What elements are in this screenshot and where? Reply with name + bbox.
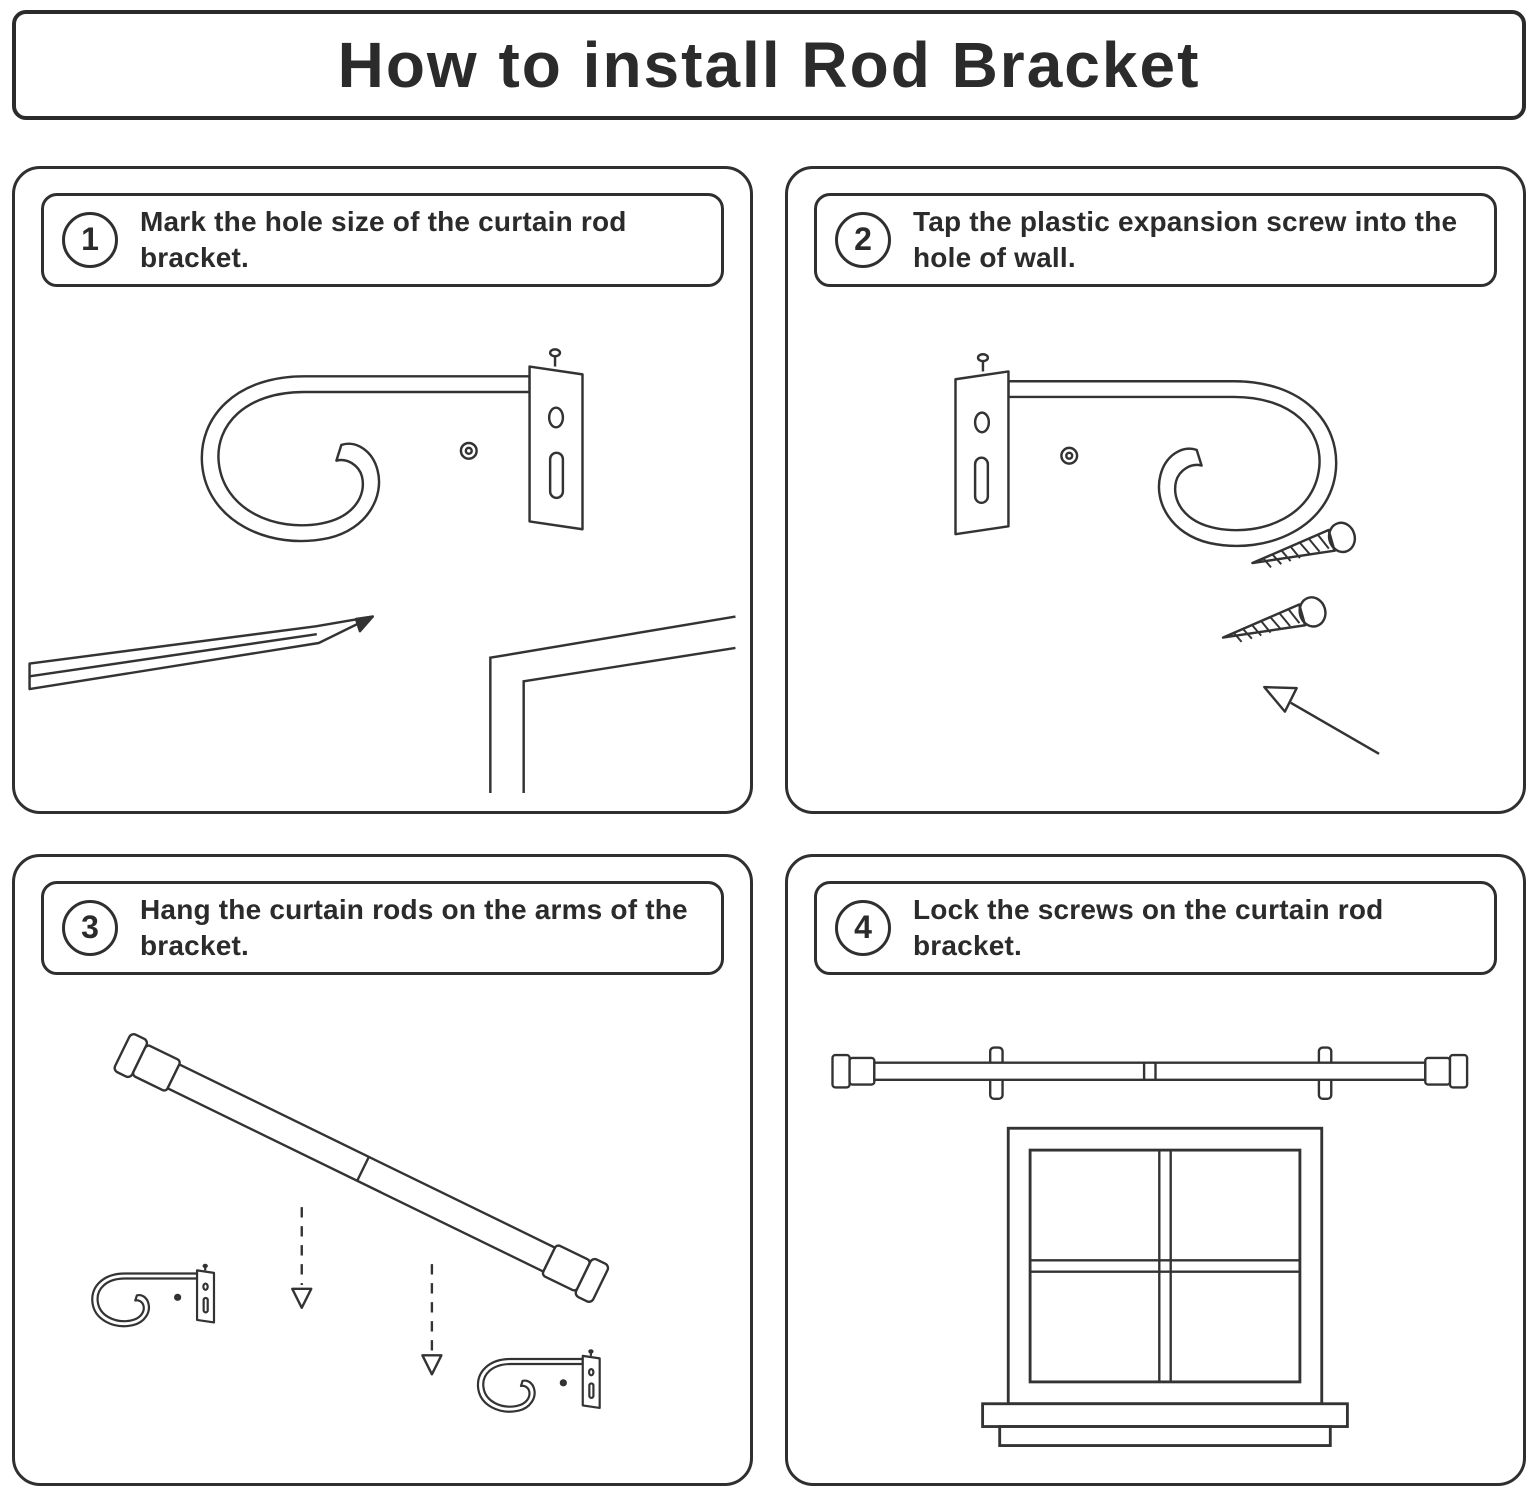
window-drawing [981,1126,1349,1447]
panel-step-3: 3 Hang the curtain rods on the arms of t… [12,854,753,1486]
step-number-badge: 2 [835,211,891,268]
step-header: 4 Lock the screws on the curtain rod bra… [814,881,1497,975]
wall-corner-lines [489,614,736,793]
step-instruction-text: Hang the curtain rods on the arms of the… [140,894,688,961]
pencil-icon [28,614,374,690]
step-header: 2 Tap the plastic expansion screw into t… [814,193,1497,287]
panel-step-1: 1 Mark the hole size of the curtain rod … [12,166,753,814]
step1-illustration [28,347,736,793]
step-header: 3 Hang the curtain rods on the arms of t… [41,881,724,975]
steps-grid: 1 Mark the hole size of the curtain rod … [12,166,1526,1486]
step-number-badge: 3 [62,899,118,956]
page-title: How to install Rod Bracket [12,10,1526,120]
panel-step-2: 2 Tap the plastic expansion screw into t… [785,166,1526,814]
step-instruction-text: Tap the plastic expansion screw into the… [913,206,1458,273]
step-instruction-text: Mark the hole size of the curtain rod br… [140,206,627,273]
drop-arrow-2-icon [421,1263,443,1376]
rod-bracket-drawing [200,347,584,542]
mounted-curtain-rod-drawing [831,1053,1469,1089]
drop-arrow-1-icon [291,1206,313,1309]
step-number-badge: 4 [835,899,891,956]
panel-step-4: 4 Lock the screws on the curtain rod bra… [785,854,1526,1486]
step3-illustration [91,1032,610,1413]
direction-arrow-icon [1263,685,1380,755]
step-number-badge: 1 [62,211,118,268]
step4-illustration [831,1045,1469,1447]
mini-bracket-drawing [91,1263,216,1327]
step2-illustration [954,352,1380,755]
curtain-rod-drawing [113,1032,610,1303]
step-instruction-text: Lock the screws on the curtain rod brack… [913,894,1384,961]
mini-bracket-drawing [476,1348,601,1413]
step-header: 1 Mark the hole size of the curtain rod … [41,193,724,287]
rod-bracket-drawing-mirrored [954,352,1338,547]
